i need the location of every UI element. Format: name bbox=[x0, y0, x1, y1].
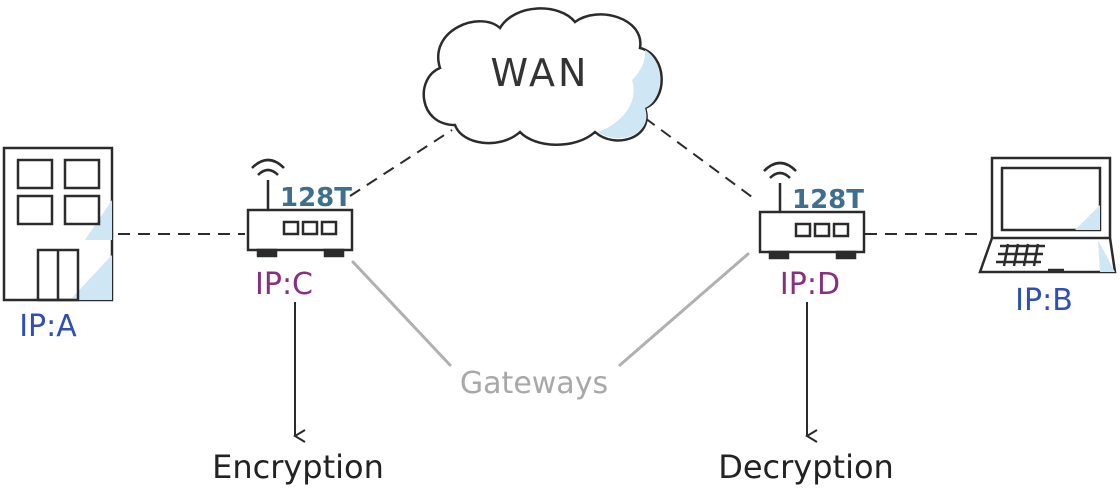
router-right-icon bbox=[758, 161, 866, 260]
gateway-pointer-right bbox=[618, 252, 750, 367]
laptop-ip-label: IP:B bbox=[1015, 283, 1073, 318]
encryption-label: Encryption bbox=[212, 448, 384, 486]
gateway-pointer-left bbox=[351, 260, 452, 367]
wan-cloud-icon: WAN bbox=[422, 7, 663, 146]
router-left-brand: 128T bbox=[280, 183, 352, 213]
router-left-icon bbox=[246, 158, 354, 258]
action-arrows bbox=[293, 302, 818, 443]
decryption-label: Decryption bbox=[718, 448, 894, 486]
link-cloud-router-right bbox=[644, 117, 753, 198]
link-router-left-cloud bbox=[349, 129, 453, 197]
building-icon bbox=[2, 146, 114, 302]
router-right-ip-label: IP:D bbox=[780, 267, 840, 302]
wan-label: WAN bbox=[491, 51, 590, 95]
laptop-icon bbox=[978, 156, 1117, 274]
dashed-links bbox=[118, 117, 985, 235]
building-ip-label: IP:A bbox=[19, 309, 77, 344]
router-right-brand: 128T bbox=[792, 185, 864, 215]
gateways-label: Gateways bbox=[460, 366, 608, 401]
gateway-pointers bbox=[351, 252, 750, 367]
router-left-ip-label: IP:C bbox=[255, 267, 313, 302]
